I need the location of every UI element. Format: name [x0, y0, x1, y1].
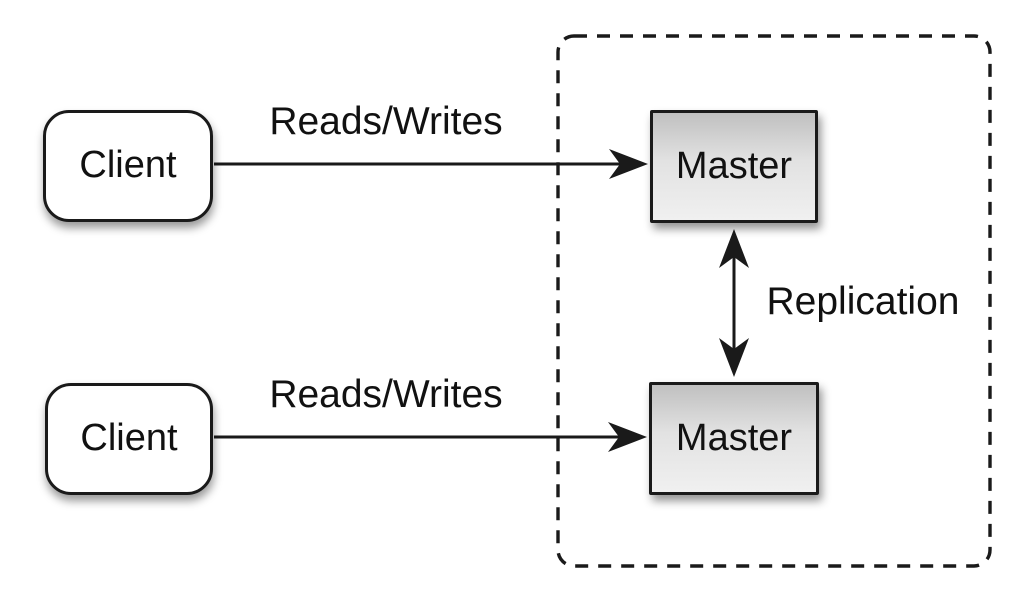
replication-label: Replication [766, 280, 960, 323]
replication-arrow [719, 229, 749, 377]
node-client-bottom: Client [45, 383, 213, 495]
node-client-bottom-label: Client [80, 417, 178, 460]
node-master-top: Master [650, 110, 818, 223]
arrowhead-right-icon [609, 149, 648, 179]
node-master-bottom-label: Master [675, 416, 793, 459]
node-master-bottom: Master [649, 382, 819, 495]
reads-writes-arrow-top [214, 149, 648, 179]
arrowhead-right-icon [608, 422, 647, 452]
node-master-top-label: Master [675, 144, 793, 187]
arrowhead-down-icon [719, 338, 749, 377]
reads-writes-label-bottom: Reads/Writes [269, 373, 503, 416]
arrowhead-up-icon [719, 229, 749, 268]
reads-writes-label-top: Reads/Writes [269, 100, 503, 143]
reads-writes-arrow-bottom [214, 422, 647, 452]
node-client-top: Client [43, 110, 213, 222]
node-client-top-label: Client [79, 144, 177, 187]
